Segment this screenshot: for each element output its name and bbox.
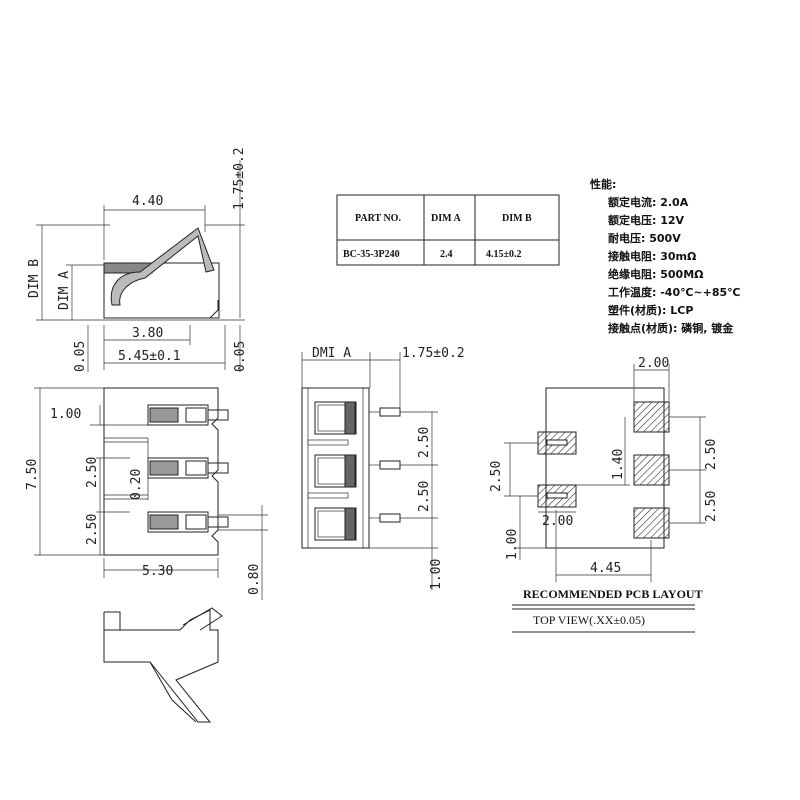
pcb-dim-left-pitch: 2.50 <box>489 461 504 492</box>
dim-b-label: DIM B <box>27 259 42 298</box>
top-view: 7.50 1.00 2.50 2.50 0.20 5.30 0.80 <box>25 387 268 600</box>
pcb-dim-pad-width: 2.00 <box>638 356 669 371</box>
dim-dmi-a: DMI A <box>312 346 351 361</box>
dim-front-offset: 1.00 <box>429 559 444 590</box>
dim-pitch-2: 2.50 <box>85 514 100 545</box>
dim-slot-gap: 0.20 <box>129 469 144 500</box>
dim-right-gap: 0.05 <box>233 341 248 372</box>
top-view-title: TOP VIEW(.XX±0.05) <box>533 613 645 627</box>
contact-1 <box>147 404 229 426</box>
dim-base-width: 5.45±0.1 <box>118 349 181 364</box>
dim-overall-height: 7.50 <box>25 459 40 490</box>
table-cell-part: BC-35-3P240 <box>343 249 400 260</box>
specs-title: 性能: <box>590 177 616 191</box>
table-header-dim-b: DIM B <box>502 213 532 224</box>
table-header-part: PART NO. <box>355 213 401 224</box>
spec-line: 接触电阻: 30mΩ <box>608 249 697 263</box>
dim-first-offset: 1.00 <box>50 407 81 422</box>
contact-3 <box>147 511 229 533</box>
dim-top-width: 4.40 <box>132 194 163 209</box>
spec-line: 耐电压: 500V <box>608 231 681 245</box>
dim-tail: 0.80 <box>247 564 262 595</box>
front-cell-2 <box>314 454 357 488</box>
pcb-layout-title: RECOMMENDED PCB LAYOUT <box>523 587 703 601</box>
pcb-dim-pitch-2: 2.50 <box>704 491 719 522</box>
pcb-dim-left-pad: 2.00 <box>542 514 573 529</box>
performance-specs: 性能: 额定电流: 2.0A 额定电压: 12V 耐电压: 500V 接触电阻:… <box>590 177 740 335</box>
spec-line: 额定电流: 2.0A <box>608 195 689 209</box>
pcb-layout: 2.00 1.40 2.50 2.50 2.50 2.00 1.00 4.45 … <box>489 356 719 633</box>
dim-front-pitch-2: 2.50 <box>417 481 432 512</box>
front-view: DMI A 1.75±0.2 2.50 2.50 1.00 <box>301 346 465 590</box>
dim-inner-width: 3.80 <box>132 326 163 341</box>
dim-pitch-1: 2.50 <box>85 457 100 488</box>
pcb-dim-span: 4.45 <box>590 561 621 576</box>
pcb-dim-pitch-1: 2.50 <box>704 439 719 470</box>
spec-line: 额定电压: 12V <box>608 213 685 227</box>
table-header-dim-a: DIM A <box>431 213 462 224</box>
dim-top-height: 1.75±0.2 <box>232 147 247 210</box>
spec-line: 接触点(材质): 磷铜, 镀金 <box>608 321 734 335</box>
spec-line: 绝缘电阻: 500MΩ <box>608 267 704 281</box>
pcb-dim-offset: 1.40 <box>611 449 626 480</box>
contact-2 <box>147 457 229 479</box>
part-table: PART NO. DIM A DIM B BC-35-3P240 2.4 4.1… <box>336 194 560 266</box>
table-cell-dim-b: 4.15±0.2 <box>486 249 522 260</box>
spec-line: 塑件(材质): LCP <box>608 303 693 317</box>
dim-front-height: 1.75±0.2 <box>402 346 465 361</box>
pcb-dim-bottom-offset: 1.00 <box>505 529 520 560</box>
front-cell-1 <box>314 401 357 435</box>
spec-line: 工作温度: -40℃~+85℃ <box>608 285 740 299</box>
side-view: 4.40 1.75±0.2 DIM B DIM A 3.80 5.45±0.1 … <box>27 147 248 372</box>
front-cell-3 <box>314 507 357 541</box>
dim-front-pitch-1: 2.50 <box>417 427 432 458</box>
dim-a-label: DIM A <box>57 271 72 310</box>
dim-base-length: 5.30 <box>142 564 173 579</box>
table-cell-dim-a: 2.4 <box>440 249 453 260</box>
dim-left-gap: 0.05 <box>73 341 88 372</box>
end-view <box>103 607 223 723</box>
